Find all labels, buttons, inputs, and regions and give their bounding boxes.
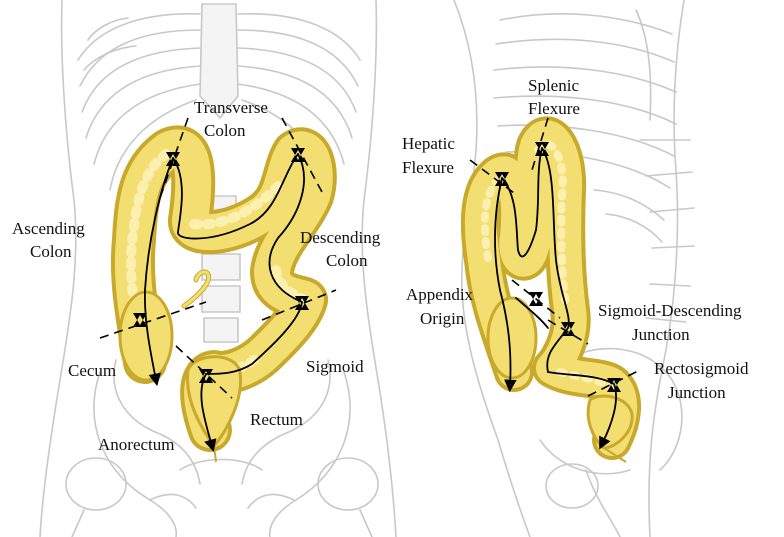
label-sigmoid-descending-junction-line1: Sigmoid-Descending — [598, 301, 742, 320]
label-splenic-flexure-line1: Splenic — [528, 76, 579, 95]
side-view-panel: Splenic Flexure Hepatic Flexure Appendix… — [402, 0, 749, 537]
label-rectosigmoid-junction-line2: Junction — [668, 383, 726, 402]
label-hepatic-flexure-line1: Hepatic — [402, 134, 455, 153]
label-sigmoid-descending-junction-line2: Junction — [632, 325, 690, 344]
label-transverse-colon-line2: Colon — [204, 121, 246, 140]
label-rectum: Rectum — [250, 410, 303, 429]
front-view-panel: Transverse Colon Ascending Colon Descend… — [12, 0, 396, 537]
label-sigmoid: Sigmoid — [306, 357, 364, 376]
label-transverse-colon-line1: Transverse — [194, 98, 268, 117]
label-appendix-origin-line2: Origin — [420, 309, 465, 328]
label-ascending-colon-line1: Ascending — [12, 219, 85, 238]
label-rectosigmoid-junction-line1: Rectosigmoid — [654, 359, 749, 378]
label-descending-colon-line2: Colon — [326, 251, 368, 270]
label-splenic-flexure-line2: Flexure — [528, 99, 580, 118]
label-appendix-origin-line1: Appendix — [406, 285, 474, 304]
label-descending-colon-line1: Descending — [300, 228, 381, 247]
label-hepatic-flexure-line2: Flexure — [402, 158, 454, 177]
label-cecum: Cecum — [68, 361, 116, 380]
label-anorectum: Anorectum — [98, 435, 174, 454]
label-ascending-colon-line2: Colon — [30, 242, 72, 261]
